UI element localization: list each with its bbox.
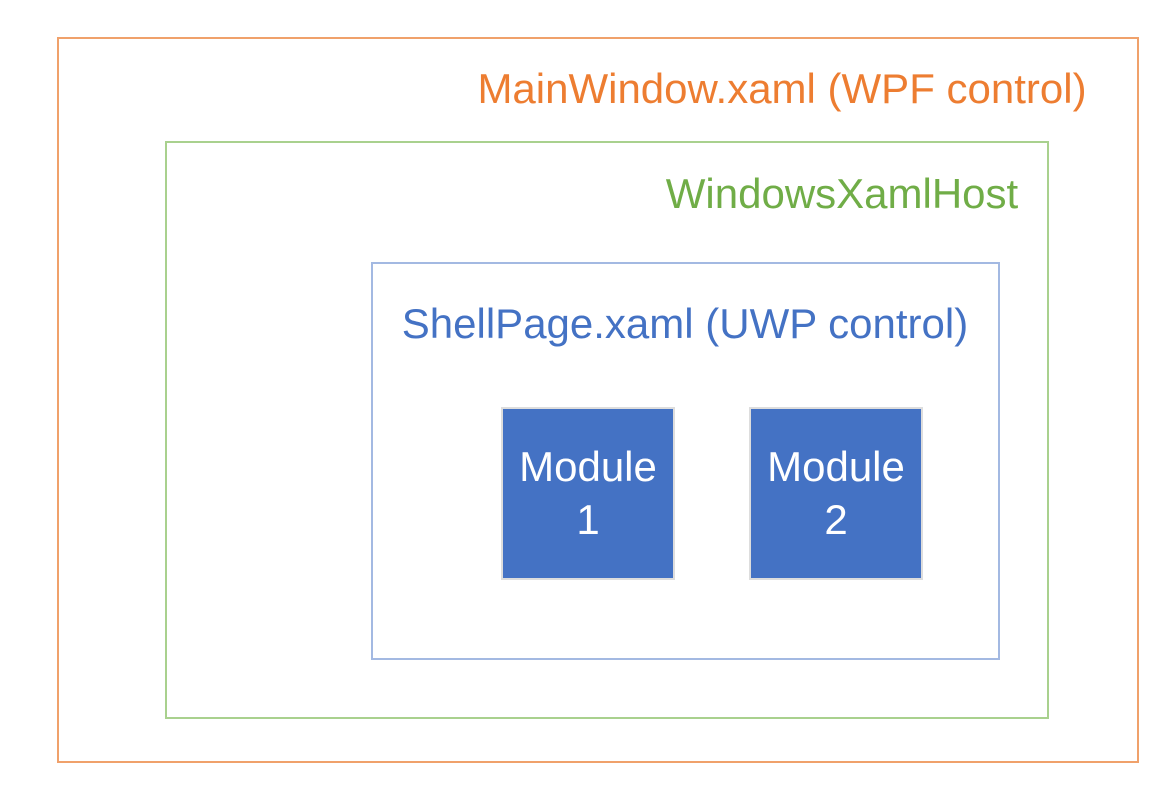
module-1-label-line2: 1 xyxy=(576,495,600,543)
mainwindow-wpf-box xyxy=(57,37,1139,763)
shellpage-uwp-box xyxy=(371,262,1000,660)
module-2-label-line1: Module xyxy=(767,443,905,490)
module-1-box: Module 1 xyxy=(501,407,675,580)
shellpage-uwp-label: ShellPage.xaml (UWP control) xyxy=(401,300,969,347)
mainwindow-wpf-label: MainWindow.xaml (WPF control) xyxy=(477,65,1087,112)
module-2-box: Module 2 xyxy=(749,407,923,580)
windowsxamlhost-label: WindowsXamlHost xyxy=(665,170,1019,217)
module-2-label-line2: 2 xyxy=(824,495,848,543)
windowsxamlhost-box xyxy=(165,141,1049,719)
module-1-label-line1: Module xyxy=(519,443,657,490)
